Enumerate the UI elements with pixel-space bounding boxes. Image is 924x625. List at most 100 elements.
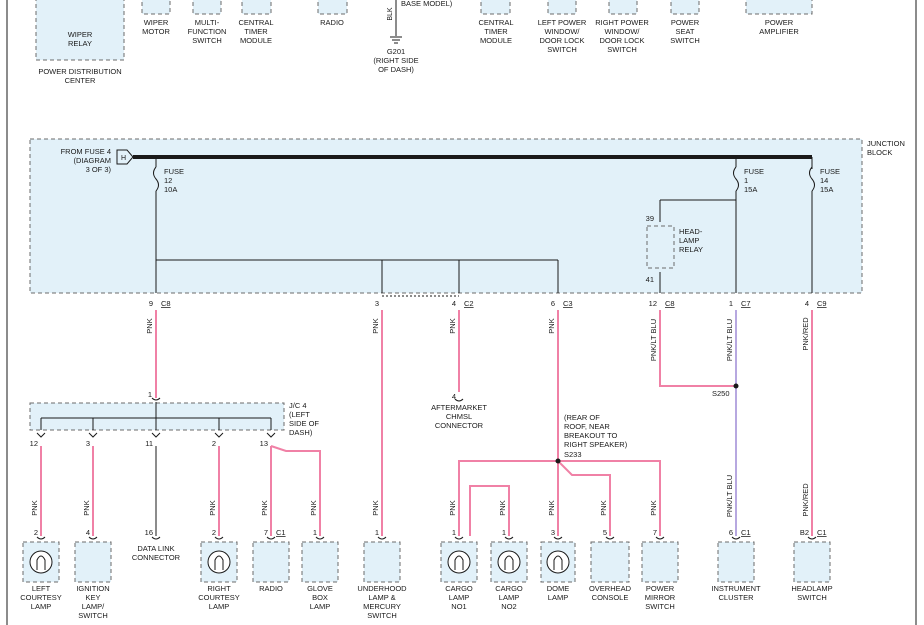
text-line: LAMP xyxy=(548,593,568,602)
component-1-terminal xyxy=(88,536,98,540)
component-2-pin: 16 xyxy=(145,528,153,537)
text-line: LAMP xyxy=(449,593,469,602)
output-pin-12: 12 xyxy=(649,299,657,308)
text-line: SWITCH xyxy=(797,593,827,602)
text-line: SEAT xyxy=(675,27,694,36)
text-line: 3 OF 3) xyxy=(86,165,112,174)
wire-power-mirror xyxy=(558,460,661,536)
text-line: LEFT xyxy=(32,584,51,593)
jc4-out-pin-3: 3 xyxy=(86,439,90,448)
component-1-box xyxy=(74,541,112,583)
wire-label-overhead-console: PNK xyxy=(599,500,608,515)
wire-label-pnk-ltblu-fuse1: PNK/LT BLU xyxy=(725,319,734,361)
wire-label-left-courtesy: PNK xyxy=(30,500,39,515)
text-line: LAMP xyxy=(209,602,229,611)
text-line: SWITCH xyxy=(192,36,222,45)
wire-overhead-console xyxy=(557,460,611,536)
component-9-filament-icon xyxy=(553,555,563,570)
output-pin-1: 1 xyxy=(729,299,733,308)
component-3-filament-icon xyxy=(214,555,224,570)
text-line: LAMP/ xyxy=(82,602,105,611)
component-0-terminal xyxy=(36,536,46,540)
text-line: POWER xyxy=(646,584,675,593)
aftermarket-terminal xyxy=(454,398,464,402)
relay-pin-out: 41 xyxy=(646,275,654,284)
wire-label-pnk-jc4: PNK xyxy=(145,318,154,333)
text-line: WIPER xyxy=(68,30,93,39)
radio-top-label: RADIO xyxy=(320,18,344,27)
s250-splice-dot xyxy=(733,383,739,389)
wire-label-right-courtesy: PNK xyxy=(208,500,217,515)
output-conn-c3: C3 xyxy=(563,299,573,308)
component-8-filament-icon xyxy=(504,555,514,570)
text-line: DOOR LOCK xyxy=(599,36,644,45)
text-line: RIGHT xyxy=(207,584,231,593)
component-13-box xyxy=(793,541,831,583)
component-9-lamp-icon xyxy=(546,550,570,574)
text-line: (DIAGRAM xyxy=(74,156,112,165)
text-line: TIMER xyxy=(244,27,268,36)
wire-cargo2 xyxy=(469,485,510,536)
text-line: BLOCK xyxy=(867,148,892,157)
text-line: CONNECTOR xyxy=(435,421,484,430)
text-line: MIRROR xyxy=(645,593,676,602)
wire-label-pnk-ltblu-relay: PNK/LT BLU xyxy=(649,319,658,361)
component-6-box xyxy=(363,541,401,583)
text-line: CENTRAL xyxy=(238,18,273,27)
text-line: LAMP xyxy=(31,602,51,611)
jc4-out-pin-13: 13 xyxy=(260,439,268,448)
wiper-motor-box xyxy=(141,0,171,15)
wire-label-pnk-dome-feed: PNK xyxy=(547,318,556,333)
jc4-pin-in: 1 xyxy=(148,390,152,399)
junction-block-box xyxy=(29,138,863,294)
from-fuse-connector-flag xyxy=(116,149,134,165)
component-5-pin: 1 xyxy=(313,528,317,537)
component-10-terminal xyxy=(605,536,615,540)
text-line: MULTI- xyxy=(195,18,220,27)
text-line: 15A xyxy=(744,185,757,194)
component-3-lamp-icon xyxy=(207,550,231,574)
output-pin-9: 9 xyxy=(149,299,153,308)
text-line: (LEFT xyxy=(289,410,310,419)
text-line: WINDOW/ xyxy=(605,27,641,36)
component-0-pin: 2 xyxy=(34,528,38,537)
text-line: DOME xyxy=(547,584,570,593)
s233-label: S233 xyxy=(564,450,582,459)
text-line: BOX xyxy=(312,593,328,602)
power-seat-switch-box xyxy=(670,0,700,15)
central-timer-module-box-left xyxy=(241,0,272,15)
radio-top-box xyxy=(317,0,348,15)
output-pin-6: 6 xyxy=(551,299,555,308)
output-conn-c7: C7 xyxy=(741,299,751,308)
text-line: WINDOW/ xyxy=(545,27,581,36)
text-line: POWER xyxy=(671,18,700,27)
wire-label-underhood: PNK xyxy=(371,500,380,515)
output-conn-c8-b: C8 xyxy=(665,299,675,308)
text-line: MODULE xyxy=(480,36,512,45)
text-line: DOOR LOCK xyxy=(539,36,584,45)
wire-label-instrument-cluster: PNK/LT BLU xyxy=(725,475,734,517)
text-line: JUNCTION xyxy=(867,139,905,148)
text-line: RELAY xyxy=(68,39,92,48)
